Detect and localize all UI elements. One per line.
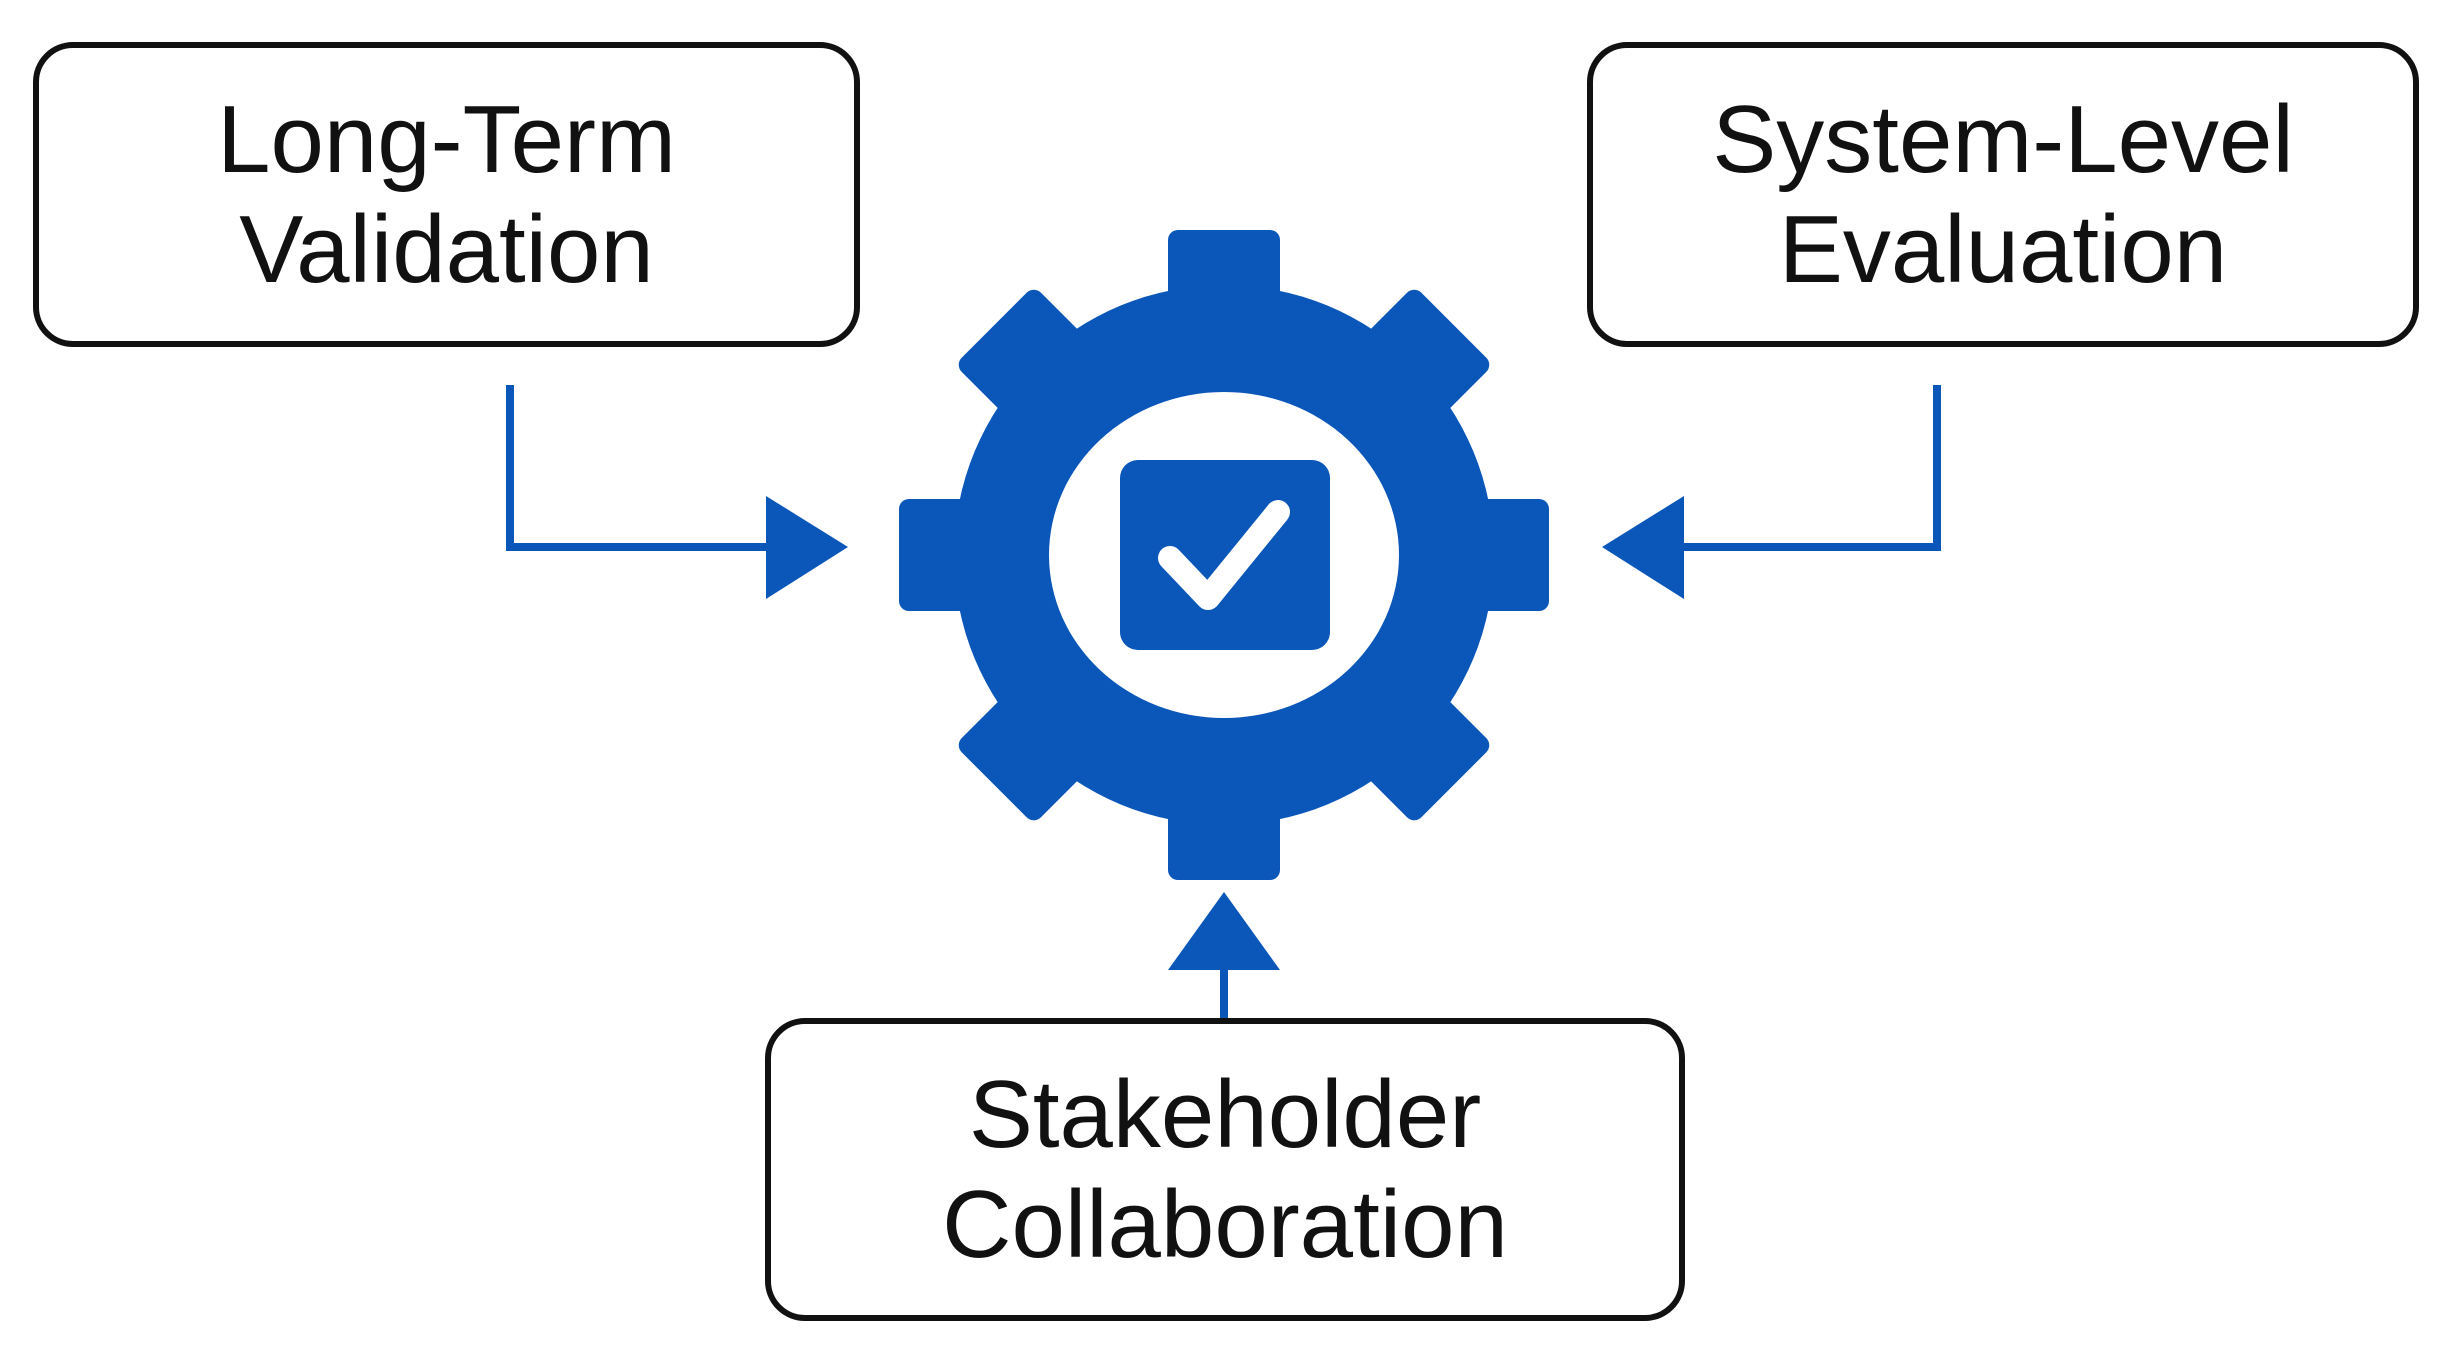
arrow-head-left-icon [1602, 496, 1684, 599]
node-stakeholder-collaboration: Stakeholder Collaboration [765, 1018, 1685, 1321]
node-label-line2: Validation [239, 195, 654, 303]
arrow-head-up-icon [1168, 892, 1280, 970]
node-label-line1: System-Level [1712, 85, 2294, 193]
node-label-line1: Stakeholder [968, 1060, 1482, 1168]
gear-checkbox-icon [899, 230, 1549, 880]
node-label-line2: Evaluation [1778, 195, 2228, 303]
node-label-line2: Collaboration [942, 1170, 1508, 1278]
arrow-head-right-icon [766, 496, 848, 599]
arrow-stakeholder-to-gear [1168, 892, 1280, 1018]
arrow-system-level-to-gear [1602, 385, 1941, 599]
checkbox-icon [1120, 460, 1330, 650]
node-system-level-evaluation: System-Level Evaluation [1587, 42, 2419, 347]
arrow-long-term-to-gear [506, 385, 848, 599]
node-label-line1: Long-Term [217, 85, 676, 193]
checkmark-icon [1158, 500, 1290, 610]
node-long-term-validation: Long-Term Validation [33, 42, 860, 347]
